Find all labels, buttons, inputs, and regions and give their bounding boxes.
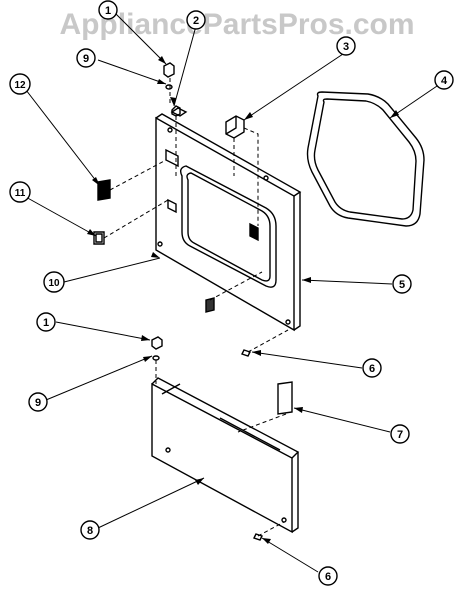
svg-text:3: 3 — [343, 41, 349, 53]
callout-6-bottom: 6 — [318, 566, 338, 586]
callout-4: 4 — [434, 70, 454, 90]
assembly-lines — [103, 78, 289, 537]
callout-2: 2 — [186, 10, 206, 30]
callout-1-bottom: 1 — [36, 312, 56, 332]
watermark: AppliancePartsPros.com — [59, 8, 415, 41]
callout-7: 7 — [390, 424, 410, 444]
svg-text:10: 10 — [48, 278, 60, 289]
svg-text:8: 8 — [87, 525, 93, 537]
lower-screw-part — [151, 336, 163, 361]
callout-1-top: 1 — [98, 0, 118, 20]
svg-text:12: 12 — [14, 80, 26, 91]
svg-text:2: 2 — [193, 15, 199, 27]
svg-text:7: 7 — [397, 429, 403, 441]
callout-6-top: 6 — [362, 358, 382, 378]
bracket-part — [225, 115, 245, 139]
callout-10: 10 — [43, 271, 65, 293]
svg-text:11: 11 — [15, 188, 26, 199]
latch-part — [205, 297, 215, 313]
upper-screw-part — [163, 62, 181, 117]
svg-text:1: 1 — [105, 5, 111, 17]
clip-part — [93, 231, 105, 245]
callout-12: 12 — [9, 73, 31, 95]
svg-text:5: 5 — [399, 279, 405, 291]
svg-text:9: 9 — [35, 397, 41, 409]
door-seal-part — [306, 91, 425, 227]
callout-9-top: 9 — [76, 48, 96, 68]
svg-text:6: 6 — [369, 363, 375, 375]
callout-11: 11 — [9, 181, 31, 203]
label-part — [97, 179, 111, 201]
callout-3: 3 — [336, 36, 356, 56]
leader-lines — [23, 13, 441, 573]
callout-5: 5 — [392, 274, 412, 294]
svg-text:4: 4 — [441, 75, 448, 87]
front-panel-part — [155, 107, 302, 332]
callout-9-bottom: 9 — [28, 392, 48, 412]
svg-text:1: 1 — [43, 317, 49, 329]
toe-label-part — [277, 381, 293, 415]
svg-text:9: 9 — [83, 53, 89, 65]
screw-upper — [241, 349, 251, 357]
toe-panel-part — [151, 377, 300, 534]
svg-text:6: 6 — [325, 571, 331, 583]
callout-8: 8 — [80, 520, 100, 540]
